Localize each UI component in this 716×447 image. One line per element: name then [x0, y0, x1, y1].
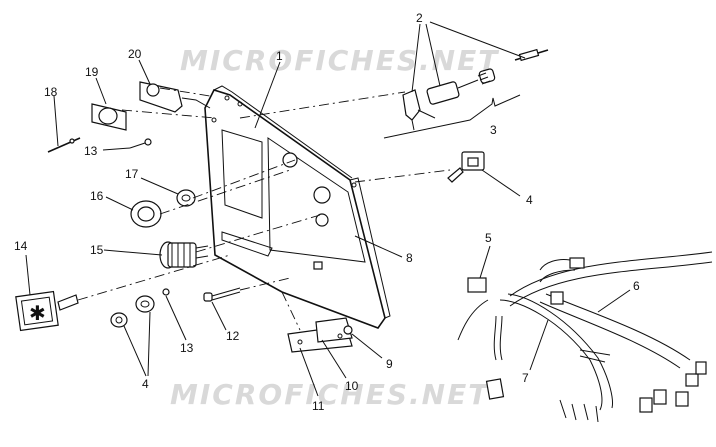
callout-3: 3 [490, 123, 497, 137]
watermark-bottom: MICROFICHES.NET [170, 378, 489, 411]
panel-hole-lower [315, 213, 329, 227]
callout-4-lower: 4 [142, 377, 149, 391]
callout-11: 11 [312, 399, 325, 413]
screw-13-lower [162, 288, 170, 296]
callout-15: 15 [90, 243, 104, 257]
wiring-harness [457, 251, 713, 423]
assembly-bracket [383, 94, 521, 139]
callout-12: 12 [226, 329, 240, 343]
toggle-switch [447, 151, 485, 183]
callout-17: 17 [125, 167, 139, 181]
bolt-12 [203, 287, 241, 302]
callout-2: 2 [416, 11, 423, 25]
harness-connector-5 [467, 277, 487, 293]
watermark-top: MICROFICHES.NET [180, 44, 499, 77]
callout-7: 7 [522, 371, 529, 385]
ignition-switch-15 [159, 241, 209, 269]
leader-lines [25, 21, 631, 397]
callout-18: 18 [44, 85, 58, 99]
switch-holder-19 [91, 103, 127, 131]
callout-14: 14 [14, 239, 28, 253]
relay-10 [287, 317, 353, 353]
callout-labels: 1 2 3 4 5 6 7 8 9 10 11 12 13 14 15 16 1… [14, 11, 640, 413]
pin-18 [47, 137, 81, 153]
screw-13-upper [129, 138, 152, 149]
callout-13-upper: 13 [84, 144, 98, 158]
panel-slot [313, 261, 323, 270]
nut-4-lower [110, 312, 128, 328]
panel-hole-middle [313, 186, 331, 204]
emblem-glyph: ✱ [29, 301, 46, 325]
panel-hole-upper [282, 152, 298, 168]
callout-10: 10 [345, 379, 359, 393]
mounting-bracket-20 [139, 81, 211, 113]
washer-17 [176, 189, 196, 207]
callout-4: 4 [526, 193, 533, 207]
plunger-assembly [402, 48, 549, 131]
callout-19: 19 [85, 65, 99, 79]
assembly-lines [77, 87, 451, 331]
callout-8: 8 [406, 251, 413, 265]
callout-20: 20 [128, 47, 142, 61]
callout-6: 6 [633, 279, 640, 293]
callout-9: 9 [386, 357, 393, 371]
callout-1: 1 [276, 49, 283, 63]
callout-16: 16 [90, 189, 104, 203]
key-emblem-14: ✱ [15, 290, 79, 332]
dash-panel [204, 85, 391, 329]
washer-4-lower [135, 295, 155, 313]
callout-13-lower: 13 [180, 341, 194, 355]
nut-9 [343, 325, 353, 335]
lock-nut-16 [130, 200, 162, 228]
callout-5: 5 [485, 231, 492, 245]
